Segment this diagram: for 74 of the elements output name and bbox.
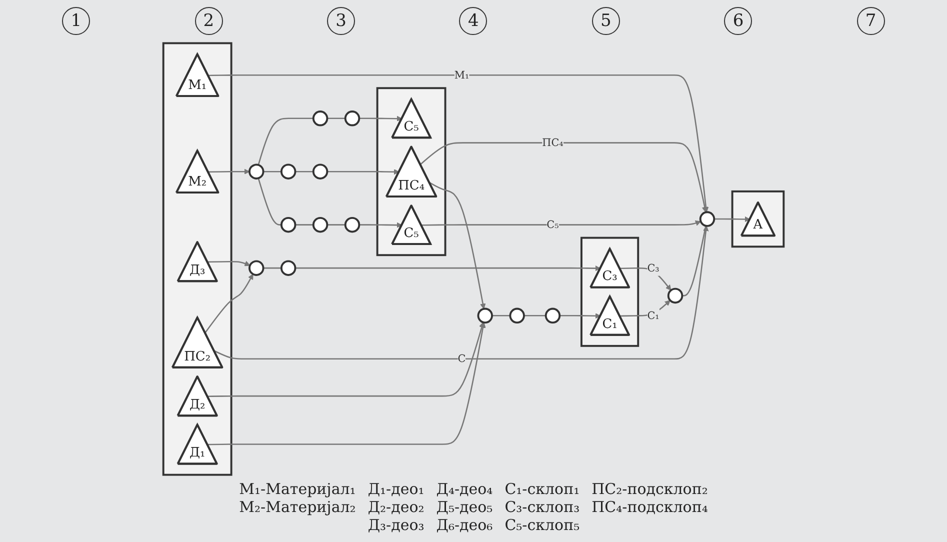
arrow [208,74,709,212]
stage-number: 3 [327,7,356,35]
connector [682,226,706,296]
connector [327,118,346,120]
stage-number: 5 [592,7,620,35]
arrow [620,267,672,291]
abbreviation-key-text: С₃-склоп₃ [504,498,580,516]
arrow [207,260,250,266]
node-circle [248,260,264,276]
connector [492,315,510,316]
connector [524,315,546,316]
cluster [376,87,446,256]
node-circle [312,164,328,180]
edge-label: С [458,352,466,365]
abbreviation-key-text: М₁-Материјал₁ [239,480,356,498]
stage-number: 1 [62,7,90,35]
cluster [162,42,232,476]
edge-label: С₃ [647,262,660,274]
abbreviation-key-text: Д₁-део₁ [368,480,424,498]
stage-number: 7 [856,7,885,35]
node-circle [280,216,296,233]
node-circle [312,110,328,126]
cluster [580,236,640,347]
abbreviation-key-text: Д₂-део₂ [368,498,424,516]
arrow [359,222,402,228]
node-circle [667,288,684,304]
stage-number: 4 [459,7,488,35]
abbreviation-key-text: Д₅-део₅ [436,498,493,516]
abbreviation-key-text: С₁-склоп₁ [504,480,580,498]
arrow [620,300,670,317]
node-circle [312,216,328,233]
node-circle [699,211,716,227]
connector [327,224,346,226]
connector [295,224,314,226]
arrow [204,274,254,334]
edge-label: С₁ [647,309,660,322]
arrow [207,322,486,446]
arrow [428,182,486,310]
connector [295,170,314,172]
abbreviation-key-text: Д₆-део₆ [436,516,493,534]
edge-label: ПС₄ [542,136,564,149]
node-circle [344,216,360,233]
node-circle [477,308,493,324]
cluster [731,190,785,248]
node-circle [344,110,360,126]
node-circle [280,164,296,180]
edge-label: М₁ [454,68,470,81]
abbreviation-key-text: Д₄-део₄ [436,480,493,498]
abbreviation-key-text: ПС₂-подсклоп₂ [592,480,708,498]
node-circle [280,260,296,276]
stage-number: 6 [724,7,752,35]
stage-number: 2 [194,7,223,35]
node-circle [509,308,525,324]
arrow [560,313,601,319]
arrow [214,226,709,360]
connector [263,267,282,269]
node-circle [544,308,561,324]
arrow [359,116,402,122]
connector [258,118,314,166]
abbreviation-key-text: С₅-склоп₅ [504,516,580,534]
arrow [207,322,484,398]
arrow [208,168,250,174]
arrow [420,142,708,213]
edge-label: С₅ [546,218,559,231]
node-circle [248,164,264,180]
abbreviation-key-text: ПС₄-подсклоп₄ [592,498,708,516]
connector [258,178,282,226]
abbreviation-key-text: Д₃-део₃ [368,516,424,534]
arrow [327,169,400,175]
abbreviation-key-text: М₂-Материјал₂ [239,498,356,516]
arrow [714,216,750,222]
arrow [421,220,702,226]
arrow [295,265,601,272]
connector [263,170,282,172]
